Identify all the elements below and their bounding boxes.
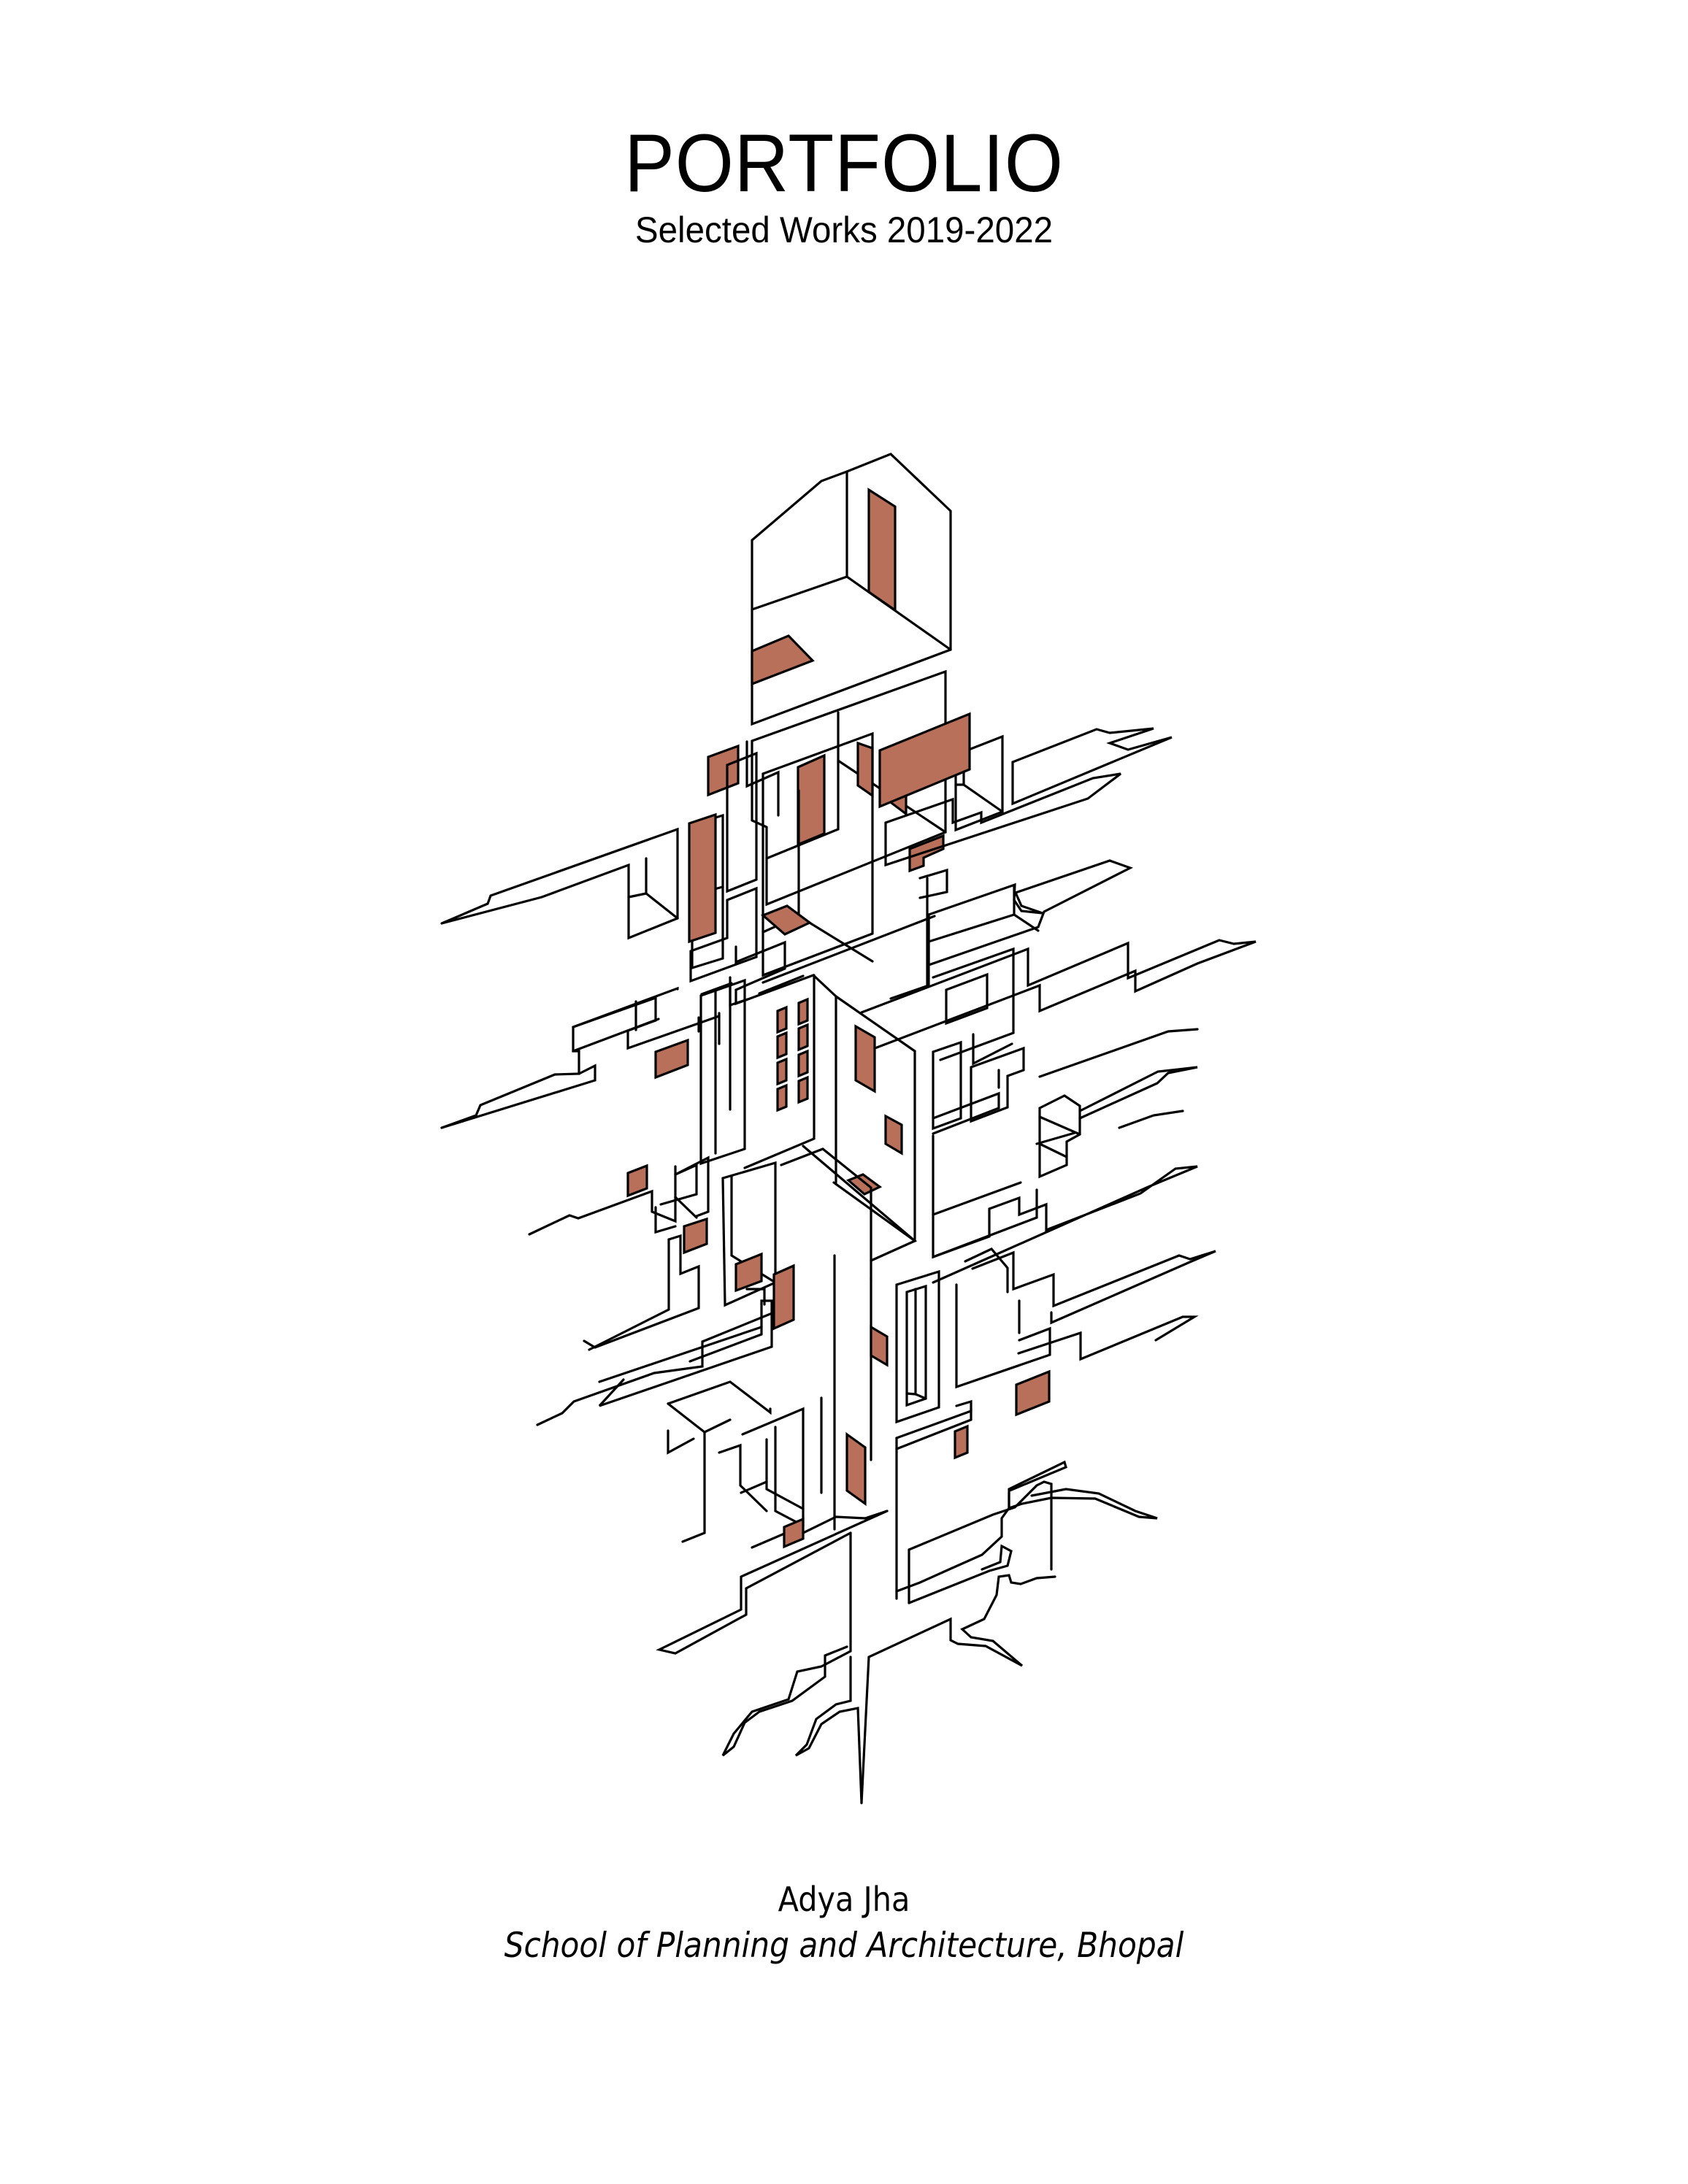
- left-mid-wings: [440, 976, 749, 1129]
- tall-wall-opening: [772, 1264, 795, 1331]
- small-wall-opening: [954, 1424, 969, 1460]
- credit-block: Adya Jha School of Planning and Architec…: [0, 1880, 1688, 1967]
- wall-opening: [884, 1114, 903, 1156]
- tower-window: [797, 1023, 809, 1052]
- central-tower: [699, 940, 918, 1280]
- left-lower-wings: [528, 1156, 795, 1426]
- door-opening: [845, 1431, 867, 1507]
- floor-opening: [760, 904, 813, 936]
- tower-window: [776, 1031, 788, 1060]
- author-name: Adya Jha: [778, 1880, 910, 1919]
- floor-opening: [751, 634, 815, 686]
- tall-wall-opening: [854, 1024, 876, 1093]
- side-panel: [683, 1217, 708, 1255]
- side-panel: [626, 1164, 648, 1198]
- wall-opening: [870, 1325, 889, 1367]
- lower-tower: [833, 1247, 1216, 1600]
- side-panel: [688, 812, 717, 944]
- side-panel: [908, 834, 945, 873]
- side-panel: [654, 1038, 689, 1080]
- tower-window: [776, 1083, 788, 1112]
- roots: [656, 1460, 1158, 1804]
- tower-window: [797, 997, 809, 1026]
- large-wall-panel: [878, 712, 971, 809]
- floor-opening: [845, 1173, 883, 1196]
- wall-opening: [1015, 1369, 1051, 1417]
- right-tower-structures: [932, 947, 1199, 1284]
- tower-window: [797, 1075, 809, 1104]
- portfolio-title: PORTFOLIO: [624, 118, 1064, 209]
- portfolio-subtitle: Selected Works 2019-2022: [634, 209, 1054, 250]
- title-block: PORTFOLIO Selected Works 2019-2022: [0, 123, 1688, 250]
- door-opening: [797, 753, 826, 847]
- tower-window: [776, 1005, 788, 1034]
- window-opening: [856, 741, 874, 799]
- side-panel: [734, 1252, 763, 1293]
- tower-window: [797, 1049, 809, 1078]
- tower-window: [776, 1057, 788, 1086]
- third-room: [760, 712, 1121, 1000]
- lower-left-boxes: [667, 1380, 889, 1549]
- side-panel: [707, 744, 740, 797]
- institution-name: School of Planning and Architecture, Bho…: [504, 1926, 1184, 1966]
- door-opening: [867, 488, 897, 613]
- left-upper-wing: [440, 740, 780, 983]
- side-panel: [783, 1517, 805, 1549]
- right-mid-wings: [860, 859, 1257, 1055]
- top-gabled-room: [751, 453, 952, 726]
